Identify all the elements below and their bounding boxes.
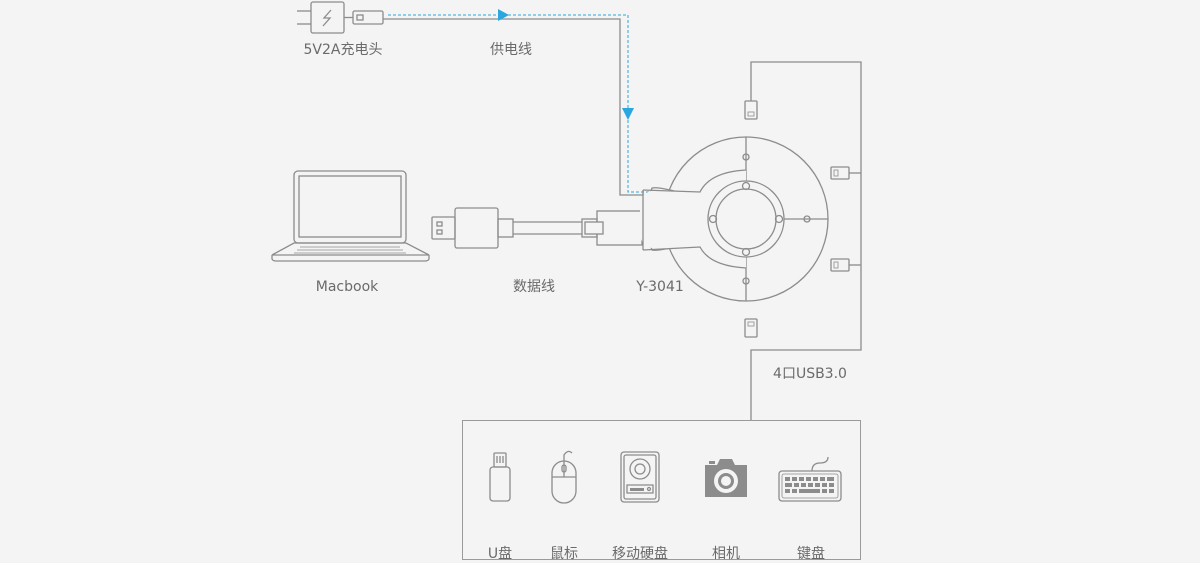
device-camera: 相机 bbox=[686, 449, 766, 562]
usb-plug-right-bottom-icon bbox=[830, 258, 850, 272]
device-label: 鼠标 bbox=[550, 546, 578, 562]
device-hard-drive: 移动硬盘 bbox=[600, 449, 680, 562]
supported-devices-panel: U盘 鼠标 移动硬盘 相机 bbox=[462, 420, 861, 562]
camera-icon bbox=[705, 459, 747, 497]
hub-model-label: Y-3041 bbox=[636, 279, 684, 295]
charger-label: 5V2A充电头 bbox=[303, 42, 383, 58]
data-cable-label: 数据线 bbox=[513, 279, 555, 295]
hard-drive-icon bbox=[620, 451, 660, 503]
device-label: 键盘 bbox=[797, 546, 825, 562]
laptop-label: Macbook bbox=[315, 279, 379, 295]
usb-drive-icon bbox=[489, 452, 511, 502]
keyboard-icon bbox=[778, 456, 842, 502]
power-flow-arrow-right bbox=[498, 9, 509, 21]
charger-icon bbox=[297, 1, 384, 34]
device-label: 移动硬盘 bbox=[612, 546, 668, 562]
power-flow-arrow-down bbox=[622, 108, 634, 120]
power-cable-label: 供电线 bbox=[490, 42, 532, 58]
device-label: U盘 bbox=[487, 546, 513, 562]
usb-ports-label: 4口USB3.0 bbox=[773, 366, 847, 382]
hub-device bbox=[640, 136, 829, 302]
device-label: 相机 bbox=[712, 546, 740, 562]
laptop-icon bbox=[271, 170, 430, 262]
device-keyboard: 键盘 bbox=[771, 449, 851, 562]
device-mouse: 鼠标 bbox=[524, 449, 604, 562]
usb-port-lines bbox=[750, 61, 862, 420]
mouse-icon bbox=[551, 450, 577, 504]
usb-plug-right-top-icon bbox=[830, 166, 850, 180]
usb-plug-bottom-icon bbox=[744, 318, 758, 338]
data-cable-icon bbox=[431, 207, 643, 249]
usb-plug-top-icon bbox=[744, 100, 758, 120]
connection-diagram bbox=[271, 1, 862, 420]
